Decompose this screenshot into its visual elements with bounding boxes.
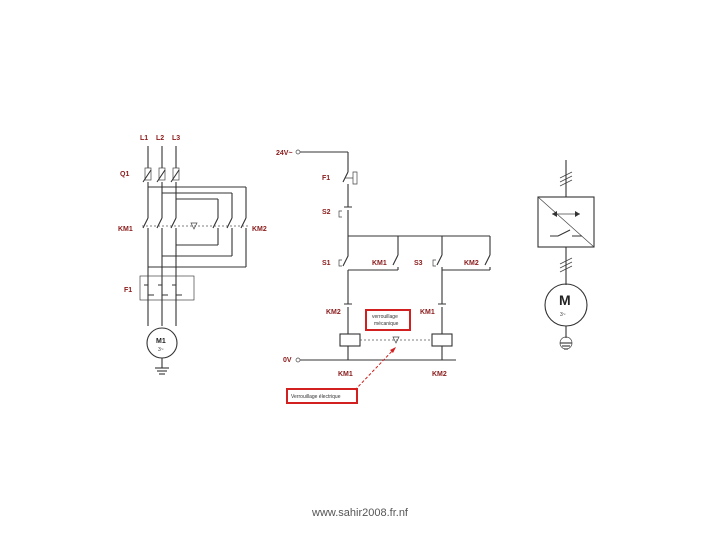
coil-mechanical-link bbox=[392, 336, 400, 344]
km1-interlock-label: KM1 bbox=[420, 309, 435, 316]
control-circuit: 24V~ F1 S2 S1 KM1 S3 KM2 bbox=[276, 149, 491, 404]
s2-label: S2 bbox=[322, 209, 331, 216]
km1-coil-label: KM1 bbox=[338, 371, 353, 378]
q1-label: Q1 bbox=[120, 171, 129, 178]
km2-contacts bbox=[212, 205, 247, 229]
motor-m1-type: 3~ bbox=[158, 347, 164, 353]
f1-thermal-relay bbox=[139, 275, 195, 301]
km2-power-label: KM2 bbox=[252, 226, 267, 233]
phase-label-l3: L3 bbox=[172, 135, 180, 142]
km2-interlock-label: KM2 bbox=[326, 309, 341, 316]
q1-switch bbox=[142, 167, 180, 183]
footer-url: www.sahir2008.fr.nf bbox=[312, 507, 408, 519]
km1-power-label: KM1 bbox=[118, 226, 133, 233]
motor-m1-label: M1 bbox=[156, 338, 166, 345]
km1-coil bbox=[339, 333, 361, 347]
phase-label-l2: L2 bbox=[156, 135, 164, 142]
km2-coil bbox=[431, 333, 453, 347]
phase-label-l1: L1 bbox=[140, 135, 148, 142]
motor-symbol-letter: M bbox=[559, 292, 571, 308]
km2-coil-label: KM2 bbox=[432, 371, 447, 378]
mechanical-interlock-note-line1: verrouillage bbox=[372, 314, 398, 320]
s1-label: S1 bbox=[322, 260, 331, 267]
mechanical-interlock-note-box bbox=[365, 309, 411, 331]
km1-aux-label: KM1 bbox=[372, 260, 387, 267]
zero-volt-label: 0V bbox=[283, 357, 292, 364]
supply-label: 24V~ bbox=[276, 150, 293, 157]
f1-power-label: F1 bbox=[124, 287, 132, 294]
mechanical-interlock-symbol bbox=[190, 222, 198, 230]
motor-symbol-type: 3~ bbox=[560, 312, 566, 318]
drive-symbol: M 3~ bbox=[537, 160, 595, 350]
mechanical-interlock-note-line2: mécanique bbox=[374, 321, 399, 327]
km1-contacts bbox=[142, 205, 177, 229]
electrical-interlock-note-box bbox=[286, 388, 358, 404]
electrical-interlock-note: Verrouillage électrique bbox=[291, 394, 341, 400]
power-circuit: L1 L2 L3 Q1 KM1 KM2 bbox=[118, 135, 267, 375]
s3-label: S3 bbox=[414, 260, 423, 267]
f1-control-label: F1 bbox=[322, 175, 330, 182]
electrical-interlock-arrow bbox=[354, 346, 397, 391]
km2-aux-label: KM2 bbox=[464, 260, 479, 267]
